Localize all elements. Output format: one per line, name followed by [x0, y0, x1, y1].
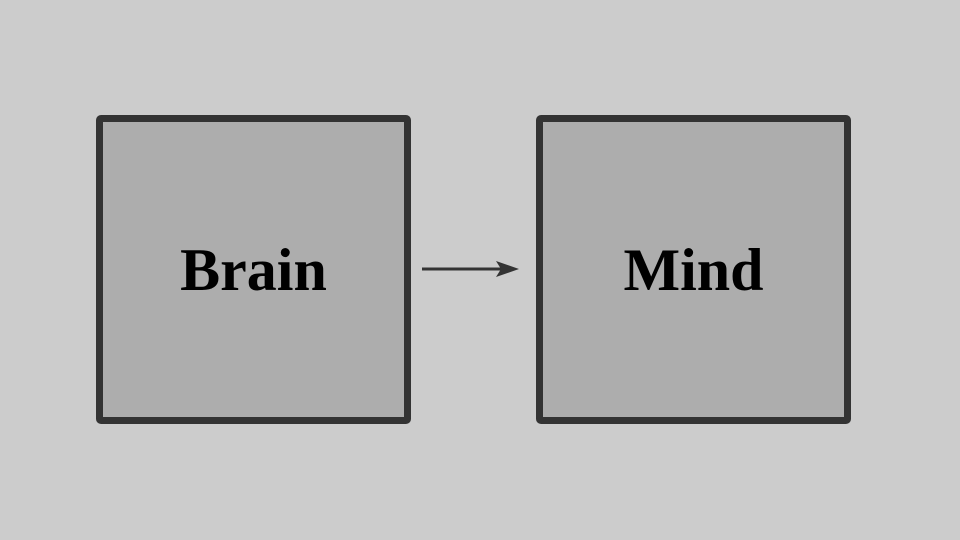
node-mind: Mind: [536, 115, 851, 424]
arrow-brain-to-mind: [422, 261, 519, 277]
arrow-head: [496, 261, 519, 277]
node-brain-label: Brain: [180, 236, 327, 303]
node-brain: Brain: [96, 115, 411, 424]
node-mind-label: Mind: [623, 236, 764, 303]
